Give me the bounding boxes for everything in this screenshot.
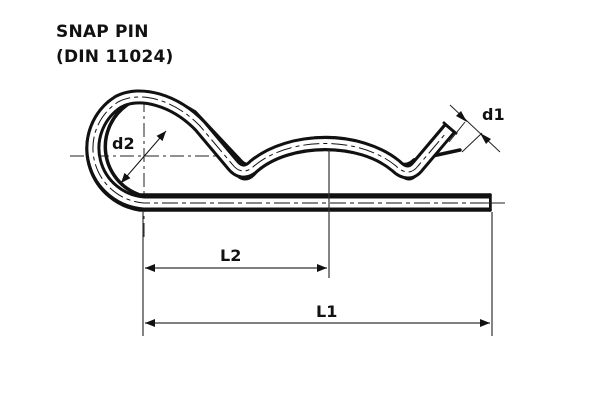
pin-body (85, 89, 490, 211)
title-line-1: SNAP PIN (56, 22, 149, 42)
l1-dimension (142, 212, 493, 336)
d1-label: d1 (482, 105, 505, 124)
d2-dimension (120, 130, 167, 184)
l2-label: L2 (220, 246, 241, 265)
d2-label: d2 (112, 134, 135, 153)
title-line-2: (DIN 11024) (56, 47, 174, 67)
l1-label: L1 (316, 302, 337, 321)
l2-dimension (142, 150, 330, 290)
d1-dimension (448, 104, 501, 153)
